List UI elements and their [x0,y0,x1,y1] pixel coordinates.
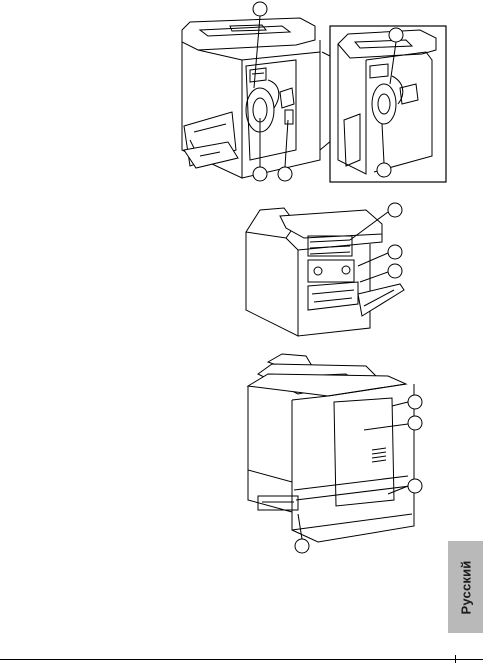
footer-rule [0,659,483,660]
language-tab-label: Русский [458,560,473,614]
figure-printer-rear-duplex-feeder [238,350,428,554]
figure-printer-rear-fuser [240,198,410,338]
language-side-tab: Русский [448,541,483,633]
footer-tick [455,655,456,663]
figure-printer-open-side-doors [170,0,450,188]
